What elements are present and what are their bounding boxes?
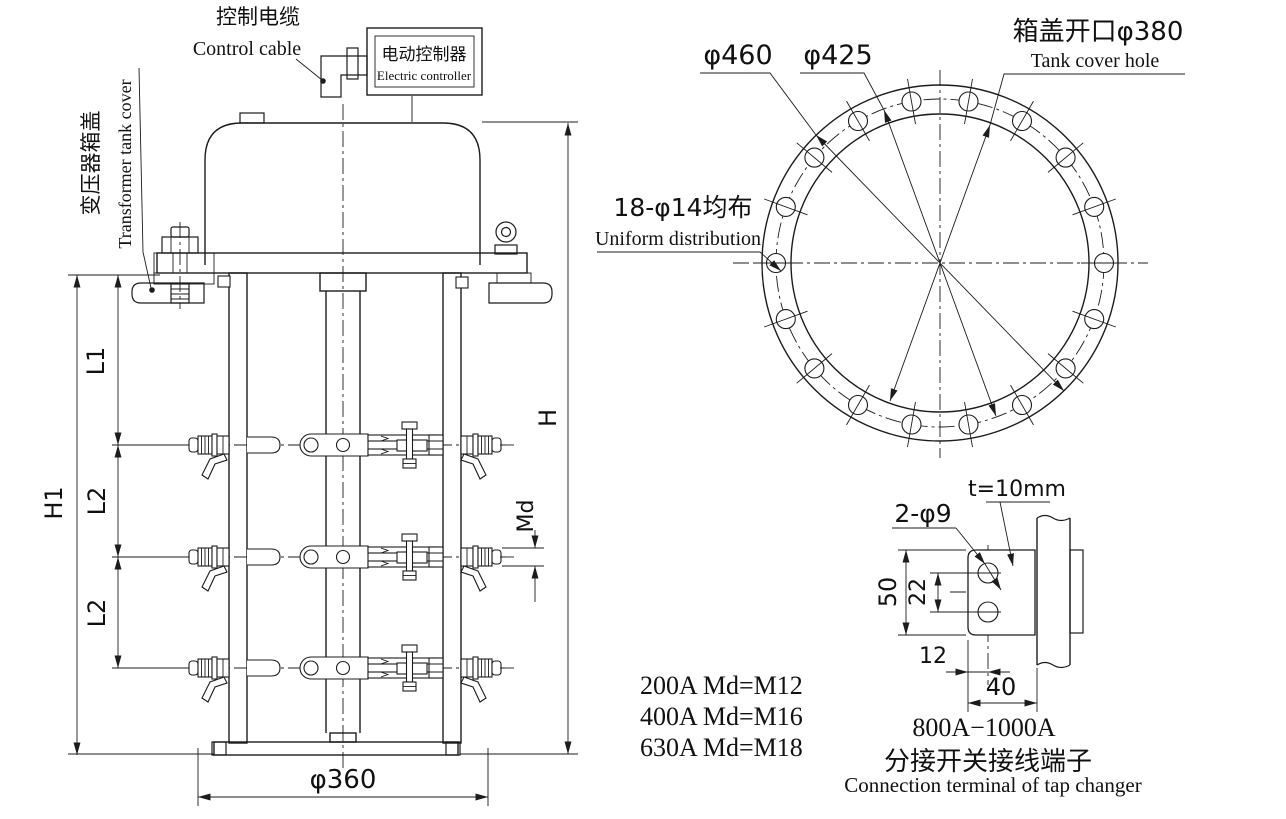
contact-row [111,644,515,703]
tank-cover-right [488,282,553,304]
contact-row [111,533,515,592]
thread-row-200a: 200A Md=M12 [640,671,803,700]
cover-hole-label-en: Tank cover hole [1031,50,1160,72]
label-thickness: t=10mm [968,477,1066,567]
dimension-md: Md [502,500,544,602]
front-view: 电动控制器 Electric controller 控制电缆 Control c… [40,5,578,806]
tank-cover-label-en: Transformer tank cover [115,79,135,248]
terminal-cylinder [1036,518,1071,665]
controller-label-en: Electric controller [377,68,472,83]
control-cable-label-zh: 控制电缆 [216,5,300,29]
leader-dot [320,78,326,84]
lifting-eye [494,221,518,255]
dim-22-label: 22 [906,578,931,606]
thread-row-630a: 630A Md=M18 [640,733,803,762]
control-cable [320,55,368,98]
terminal-caption-zh: 分接开关接线端子 [884,747,1092,776]
thickness-label: t=10mm [968,477,1066,502]
shaft-collar [319,272,367,292]
dim-40-label: 40 [986,673,1017,701]
terminal-caption-en: Connection terminal of tap changer [844,773,1141,797]
dimension-12: 12 [919,640,1010,712]
dim-l2-upper-label: L2 [83,487,111,516]
dim-h1-label: H1 [40,486,68,519]
dimension-l-chain: L1 L2 L2 [82,275,122,668]
support-rod-left [228,272,248,744]
dim-l1-label: L1 [82,347,110,376]
top-cover-dome [204,122,481,265]
thread-row-400a: 400A Md=M16 [640,702,803,731]
support-rod-right [442,272,462,744]
dim-md-label: Md [514,500,539,533]
control-cable-label-en: Control cable [193,38,301,60]
dimension-22: 22 [906,572,982,613]
flange-view: φ460 φ425 箱盖开口φ380 Tank cover hole 18-φ1… [595,17,1185,458]
dim-50-label: 50 [874,577,902,608]
gland-bolt [153,222,215,309]
dimension-40: 40 [968,668,1038,712]
dim-h-label: H [534,409,562,427]
dim-phi360-label: φ360 [310,765,377,795]
mounting-flange [156,252,528,274]
dimension-phi360: φ360 [197,748,489,806]
cover-hole-label-zh: 箱盖开口φ380 [1013,17,1184,47]
terminal-holes-label: 2-φ9 [894,499,951,528]
tank-cover-label-zh: 变压器箱盖 [79,111,103,216]
cable-gland [346,47,359,80]
dim-l2-lower-label: L2 [83,599,111,628]
tank-cover-left [131,282,205,304]
dim-phi460-label: φ460 [703,40,772,71]
contact-row [111,421,515,480]
gasket [496,272,532,284]
holes-label-zh: 18-φ14均布 [613,193,752,222]
dim-phi425-label: φ425 [803,40,872,71]
controller-box: 电动控制器 Electric controller [366,27,483,96]
bolt-holes [753,78,1127,448]
dimension-50: 50 [874,549,966,636]
controller-label-zh: 电动控制器 [382,45,467,64]
dimension-h1: H1 [40,274,214,755]
dimension-h: H [460,121,578,755]
terminal-view: 50 22 12 40 2-φ9 t=10mm [844,477,1141,797]
thread-size-table: 200A Md=M12 400A Md=M16 630A Md=M18 [640,671,803,762]
dome-cap [239,112,265,124]
holes-label-en: Uniform distribution [595,228,761,250]
base-ring [213,741,459,756]
dim-12-label: 12 [919,644,947,669]
rating-label: 800A−1000A [912,713,1055,742]
terminal-plate [967,549,1036,636]
label-2-phi9: 2-φ9 [892,499,1002,591]
